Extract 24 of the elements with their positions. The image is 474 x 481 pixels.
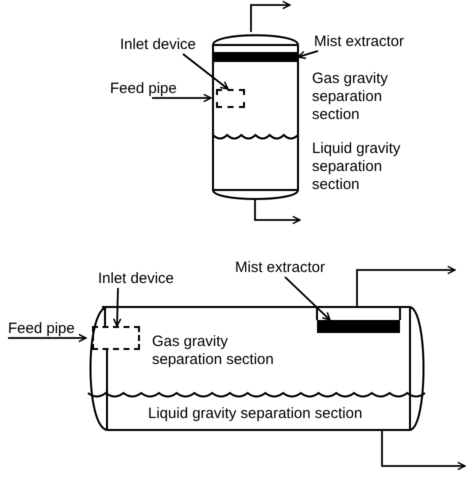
section-label: Gas gravity separation section xyxy=(152,333,275,369)
leader-arrow xyxy=(297,50,318,60)
inlet-device-box xyxy=(216,89,245,108)
leader-arrow xyxy=(152,94,212,102)
part-label: Inlet device xyxy=(98,270,174,288)
leader-arrow xyxy=(182,53,229,90)
flow-arrow xyxy=(250,0,291,32)
leader-arrow xyxy=(284,276,331,321)
part-label: Mist extractor xyxy=(314,33,404,51)
leader-arrow xyxy=(112,288,122,327)
part-label: Feed pipe xyxy=(110,80,177,98)
section-label: Liquid gravity separation section xyxy=(312,140,402,194)
flow-arrow xyxy=(356,266,456,307)
part-label: Inlet device xyxy=(120,36,196,54)
section-label: Gas gravity separation section xyxy=(312,70,389,124)
flow-arrow xyxy=(254,200,301,224)
leader-arrow xyxy=(8,334,87,342)
section-label: Liquid gravity separation section xyxy=(148,405,362,423)
mist-extractor-pad xyxy=(213,52,298,62)
inlet-device-box xyxy=(92,326,140,350)
part-label: Feed pipe xyxy=(8,320,75,338)
mist-extractor-pad xyxy=(317,320,400,333)
flow-arrow xyxy=(381,430,466,470)
part-label: Mist extractor xyxy=(235,259,326,277)
